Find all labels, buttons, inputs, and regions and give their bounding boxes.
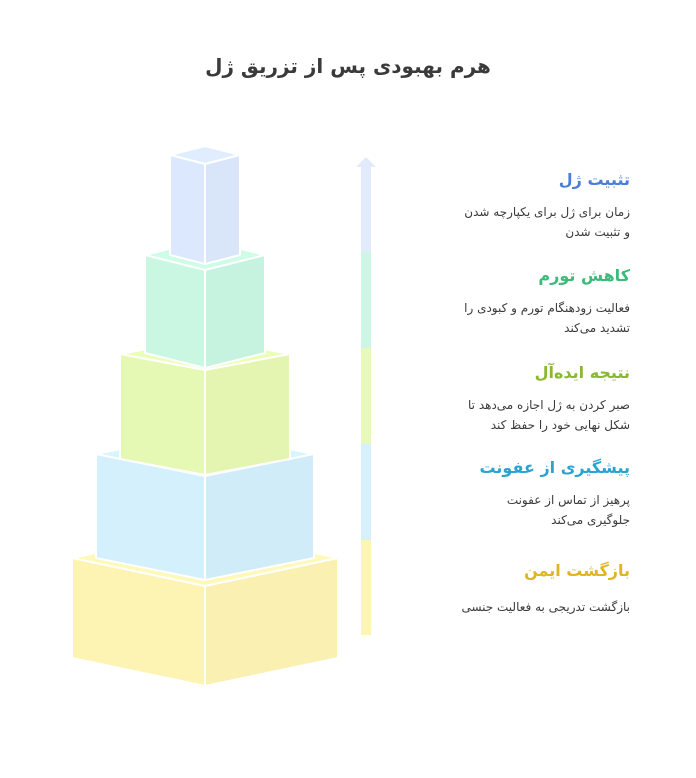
level-4: پیشگیری از عفونت پرهیز از تماس از عفونت … — [330, 458, 630, 530]
level-description-line: پرهیز از تماس از عفونت — [506, 493, 630, 507]
level-description: زمان برای ژل برای یکپارچه شدن و تثبیت شد… — [330, 202, 630, 242]
level-description-line: زمان برای ژل برای یکپارچه شدن — [464, 205, 630, 219]
arrow-band-3 — [361, 348, 371, 444]
level-description-line: جلوگیری می‌کند — [551, 513, 630, 527]
level-title: تثبیت ژل — [558, 170, 630, 189]
arrow-band-1 — [361, 166, 371, 252]
arrow-band-2 — [361, 252, 371, 348]
level-2: کاهش تورم فعالیت زودهنگام تورم و کبودی ر… — [330, 266, 630, 338]
level-5: بازگشت ایمن بازگشت تدریجی به فعالیت جنسی — [330, 561, 630, 617]
block-right-face — [204, 154, 241, 265]
block-right-face — [204, 353, 291, 476]
level-title: پیشگیری از عفونت — [479, 458, 630, 477]
level-description: پرهیز از تماس از عفونت جلوگیری می‌کند — [330, 490, 630, 530]
level-description: صبر کردن به ژل اجازه می‌دهد تا شکل نهایی… — [330, 395, 630, 435]
arrow-band-4 — [361, 444, 371, 540]
level-3: نتیجه ایده‌آل صبر کردن به ژل اجازه می‌ده… — [330, 363, 630, 435]
level-description-line: فعالیت زودهنگام تورم و کبودی را — [464, 301, 630, 315]
level-1: تثبیت ژل زمان برای ژل برای یکپارچه شدن و… — [330, 170, 630, 242]
level-description-line: و تثبیت شدن — [565, 225, 630, 239]
level-title: نتیجه ایده‌آل — [534, 363, 630, 382]
level-description-line: بازگشت تدریجی به فعالیت جنسی — [461, 600, 630, 614]
pyramid-block-3 — [119, 337, 291, 476]
arrow-band-5 — [361, 540, 371, 635]
pyramid-block-1 — [169, 145, 241, 265]
arrow-head-icon — [356, 157, 376, 167]
level-title: بازگشت ایمن — [524, 561, 630, 580]
level-description: بازگشت تدریجی به فعالیت جنسی — [330, 597, 630, 617]
block-right-face — [204, 557, 339, 687]
block-left-face — [119, 353, 206, 476]
block-left-face — [169, 154, 206, 265]
level-description: فعالیت زودهنگام تورم و کبودی را تشدید می… — [330, 298, 630, 338]
level-title: کاهش تورم — [538, 266, 630, 285]
level-description-line: صبر کردن به ژل اجازه می‌دهد تا — [468, 398, 630, 412]
page-title: هرم بهبودی پس از تزریق ژل — [205, 54, 491, 78]
block-right-face — [204, 254, 266, 369]
block-left-face — [144, 254, 206, 369]
level-description-line: تشدید می‌کند — [564, 321, 630, 335]
arrow-icon — [356, 157, 376, 635]
pyramid-blocks — [71, 145, 339, 687]
level-description-line: شکل نهایی خود را حفظ کند — [490, 418, 630, 432]
